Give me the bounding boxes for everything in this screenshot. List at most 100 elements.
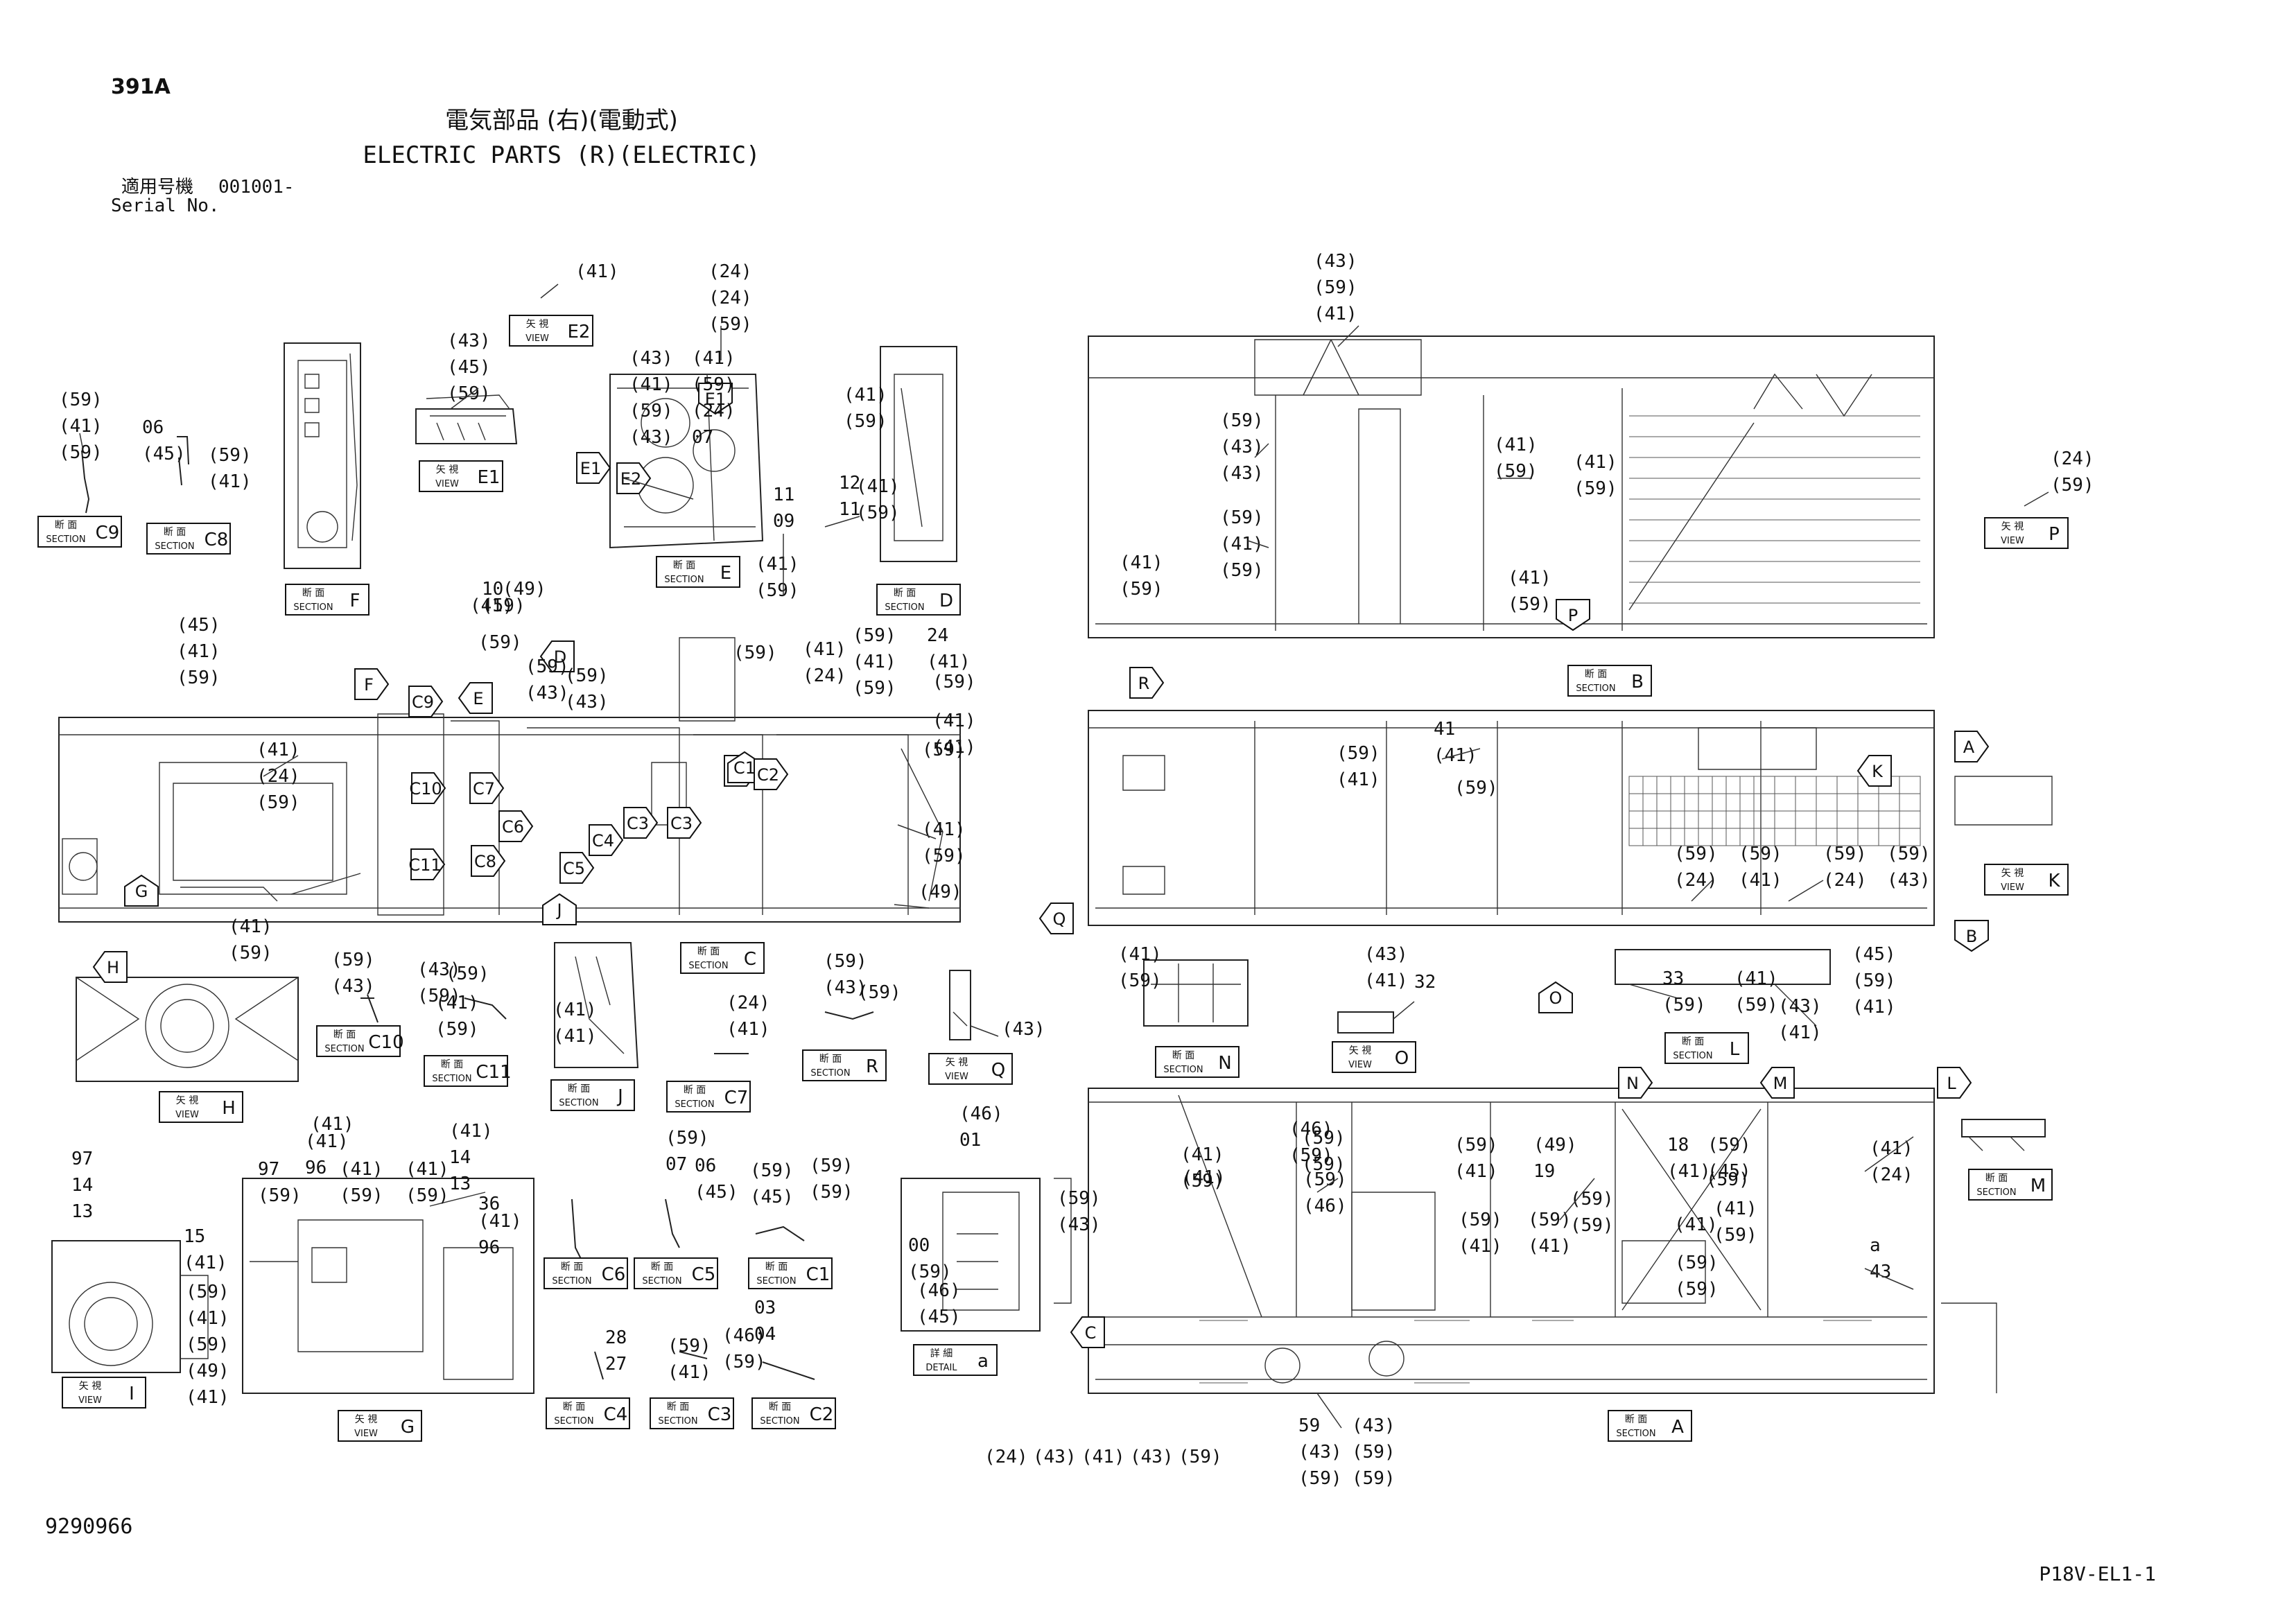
part-callout: (41) (1454, 1161, 1498, 1182)
part-section-c9-drawing (81, 450, 90, 514)
part-callout: (24) (1674, 870, 1718, 891)
part-callout: (46) (1303, 1196, 1347, 1216)
label-en: SECTION (324, 1044, 364, 1054)
label-jp: 詳 細 (930, 1348, 953, 1359)
part-callout: (41) (177, 641, 220, 662)
part-callout: (59) (340, 1185, 383, 1206)
part-section-c8-drawing (177, 436, 189, 486)
part-callout: (41) (340, 1159, 383, 1180)
ref-arrow-e1: E1 (576, 452, 611, 484)
part-section-r-drawing (824, 1011, 874, 1020)
part-callout: (45) (750, 1187, 794, 1207)
part-callout: 19 (1533, 1161, 1555, 1182)
svg-text:C3: C3 (670, 814, 693, 833)
part-callout: (43) (824, 977, 867, 998)
part-view-q-drawing (949, 970, 971, 1040)
part-callout: 12 (839, 473, 860, 494)
leader-line (1864, 1268, 1914, 1290)
part-callout: (41) (1314, 304, 1357, 324)
leader-line (1559, 1178, 1595, 1221)
label-jp: 矢 視 (2001, 521, 2024, 532)
part-callout: (59) (844, 411, 887, 432)
part-callout: (41) (470, 595, 514, 616)
part-section-c11-drawing (464, 997, 507, 1020)
leader-line (1691, 880, 1713, 902)
part-callout: (59) (750, 1160, 794, 1181)
part-callout: (41) (856, 476, 900, 497)
ref-arrow-j: J (542, 893, 577, 925)
part-view-g-drawing (242, 1178, 534, 1394)
ref-arrow-o: O (1538, 981, 1573, 1013)
part-callout: (49) (1533, 1135, 1577, 1156)
part-callout: (41) (184, 1253, 227, 1273)
svg-text:C5: C5 (563, 859, 585, 878)
leader-line (263, 755, 299, 777)
part-callout: (45) (1707, 1161, 1751, 1182)
part-callout: (43) (1130, 1447, 1174, 1467)
part-callout: 03 (754, 1298, 776, 1318)
part-callout: 14 (71, 1175, 93, 1196)
part-callout: 59 (1298, 1415, 1320, 1436)
part-callout: (59) (1352, 1468, 1395, 1489)
svg-text:G: G (135, 882, 148, 901)
ref-arrow-c1: C1 (727, 751, 762, 783)
label-jp: 断 面 (1172, 1050, 1194, 1061)
part-detail-a-drawing (901, 1178, 1072, 1332)
part-callout: (45) (177, 615, 220, 636)
label-jp: 矢 視 (436, 464, 458, 476)
label-letter: N (1218, 1053, 1231, 1074)
part-section-c-drawing (58, 637, 961, 923)
label-letter: C7 (724, 1088, 749, 1108)
part-callout: (59) (1454, 1135, 1498, 1156)
part-callout: (41) (927, 652, 971, 672)
part-callout: (59) (478, 632, 522, 653)
sheet-code: P18V-EL1-1 (2039, 1562, 2156, 1585)
label-en: SECTION (559, 1098, 598, 1108)
ref-arrow-c9: C9 (408, 686, 444, 717)
part-callout: (59) (1302, 1154, 1346, 1175)
label-en: SECTION (1976, 1187, 2016, 1198)
label-letter: C11 (476, 1062, 511, 1083)
svg-text:B: B (1966, 927, 1977, 946)
part-callout: 96 (305, 1158, 327, 1178)
label-en: SECTION (432, 1074, 471, 1084)
part-callout: 06 (695, 1156, 716, 1176)
ref-arrow-e1: E1 (698, 383, 733, 415)
part-callout: (59) (1675, 1279, 1719, 1300)
label-jp: 矢 視 (176, 1095, 198, 1106)
part-callout: (41) (803, 639, 846, 660)
part-callout: (41) (1528, 1236, 1572, 1257)
part-callout: (43) (1778, 996, 1822, 1017)
part-callout: (43) (565, 692, 609, 713)
label-letter: I (129, 1384, 134, 1404)
ref-arrow-f: F (354, 668, 390, 700)
label-en: SECTION (1163, 1065, 1203, 1075)
label-jp: 断 面 (563, 1402, 585, 1413)
label-jp: 矢 視 (79, 1381, 101, 1392)
label-letter: C4 (604, 1404, 628, 1425)
part-callout: (41) (1739, 870, 1782, 891)
part-callout: (59) (1674, 844, 1718, 864)
part-callout: (59) (1714, 1225, 1757, 1246)
part-callout: (41) (1182, 1167, 1226, 1188)
ref-arrow-n: N (1618, 1067, 1653, 1099)
ref-arrow-e2: E2 (616, 462, 652, 494)
part-callout: (43) (1314, 251, 1357, 272)
part-callout: (59) (668, 1336, 711, 1357)
label-jp: 断 面 (769, 1402, 791, 1413)
part-callout: (59) (435, 1019, 479, 1040)
label-letter: G (401, 1417, 415, 1438)
part-callout: (59) (1302, 1128, 1346, 1149)
part-callout: (45) (142, 444, 186, 464)
label-letter: C (744, 949, 756, 970)
part-callout: (24) (708, 261, 752, 282)
label-jp: 断 面 (55, 520, 77, 531)
part-callout: (59) (331, 950, 375, 970)
part-callout: (59) (1739, 844, 1782, 864)
